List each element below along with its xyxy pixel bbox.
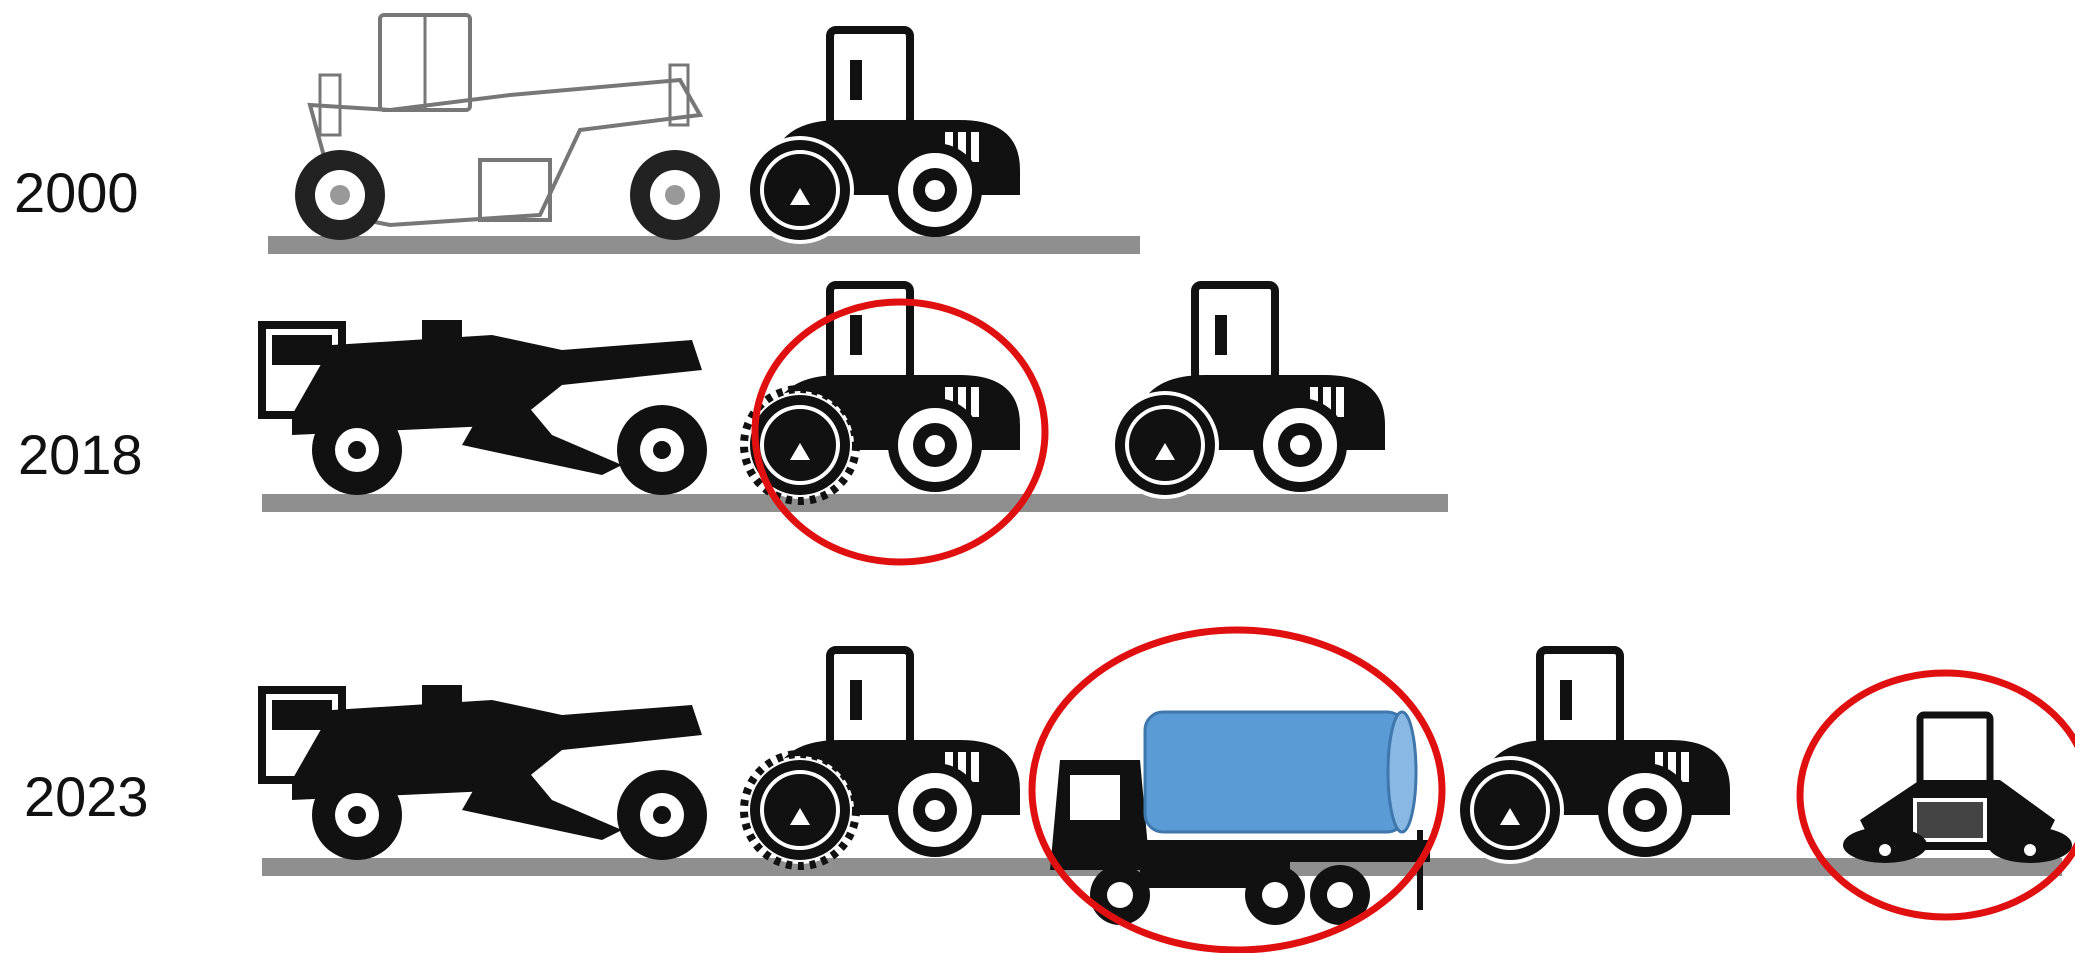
smooth-roller-2023	[1458, 650, 1730, 862]
smooth-roller-2018	[1113, 285, 1385, 497]
tandem-roller-2023	[1843, 715, 2072, 863]
water-tanker-2023	[1050, 712, 1430, 925]
smooth-roller-2000	[748, 30, 1020, 242]
recycler-2023	[262, 685, 707, 860]
padfoot-roller-2018	[744, 285, 1020, 501]
padfoot-roller-2023	[744, 650, 1020, 866]
recycler-outline-2000	[295, 15, 720, 240]
recycler-2018	[262, 320, 707, 495]
